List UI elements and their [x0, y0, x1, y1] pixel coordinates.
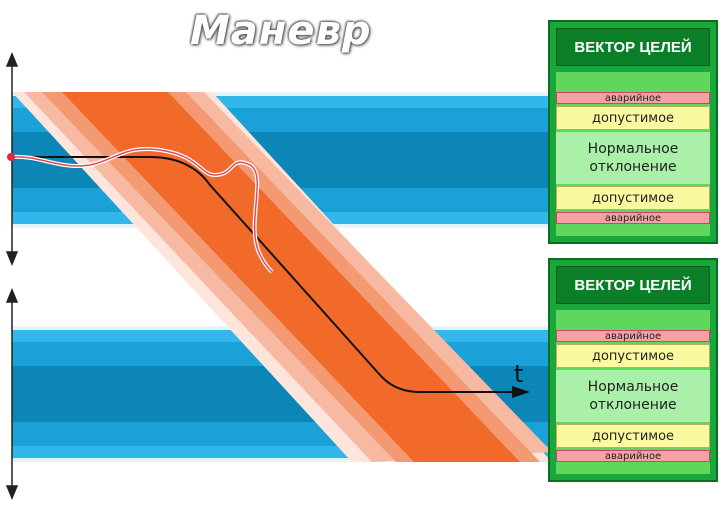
diagram-title: Маневр — [190, 8, 372, 54]
zone-normal-deviation: Нормальное отклонение — [556, 132, 710, 184]
goal-vector-panel-top: ВЕКТОР ЦЕЛЕЙ аварийное допустимое Нормал… — [548, 20, 718, 244]
panel-header: ВЕКТОР ЦЕЛЕЙ — [556, 28, 710, 66]
time-axis-arrowhead — [512, 386, 530, 398]
start-point — [7, 153, 15, 161]
zone-admissible-top: допустимое — [556, 344, 710, 368]
actual-path-line — [11, 148, 273, 273]
zone-admissible-bottom: допустимое — [556, 424, 710, 448]
zone-admissible-top: допустимое — [556, 106, 710, 130]
zone-critical-top: аварийное — [556, 92, 710, 104]
zone-critical-bottom: аварийное — [556, 450, 710, 462]
zone-critical-top: аварийное — [556, 330, 710, 342]
time-axis-label: t — [514, 360, 524, 388]
zone-normal-deviation: Нормальное отклонение — [556, 370, 710, 422]
planned-trajectory — [12, 156, 520, 393]
zone-critical-bottom: аварийное — [556, 212, 710, 224]
goal-vector-panel-bottom: ВЕКТОР ЦЕЛЕЙ аварийное допустимое Нормал… — [548, 258, 718, 482]
zone-admissible-bottom: допустимое — [556, 186, 710, 210]
panel-header: ВЕКТОР ЦЕЛЕЙ — [556, 266, 710, 304]
